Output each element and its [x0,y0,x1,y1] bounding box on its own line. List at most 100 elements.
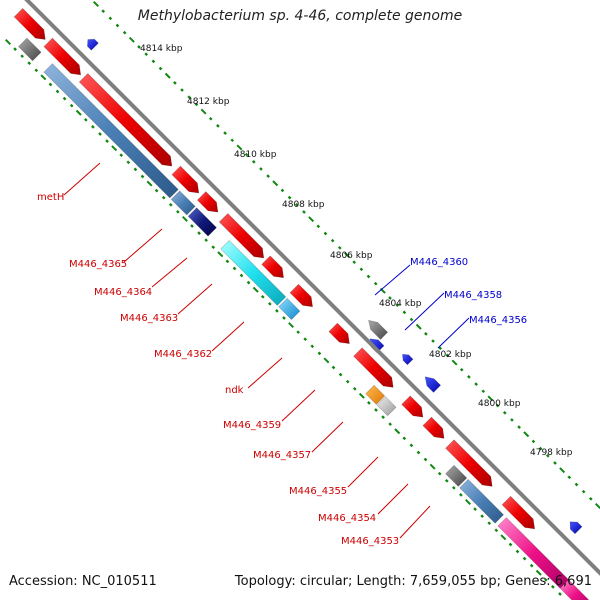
minor-tick [423,457,428,462]
minor-tick [538,446,543,451]
minor-tick [137,45,141,49]
minor-tick [316,224,321,229]
gene-arrow[interactable] [289,283,313,308]
gene-arrow[interactable] [328,322,350,344]
kbp-label: 4808 kbp [282,200,325,210]
minor-tick [187,95,192,100]
gene-arrow[interactable] [422,416,445,439]
minor-tick [352,260,357,265]
minor-tick [395,303,400,308]
gene-label[interactable]: M446_4353 [341,536,399,547]
gene-label[interactable]: metH [37,192,64,203]
gene-label[interactable]: M446_4363 [120,313,178,324]
gene-arrow[interactable] [445,439,493,487]
gene-arrow[interactable] [43,37,82,76]
minor-tick [208,116,213,121]
minor-tick [517,425,521,429]
cds-box[interactable] [459,478,504,524]
leader-line [247,357,283,389]
gene-arrow[interactable] [218,213,265,259]
minor-tick [216,124,220,128]
minor-tick [173,81,177,85]
leader-line [374,264,411,296]
minor-tick [366,274,371,279]
gene-label[interactable]: M446_4357 [253,450,311,461]
minor-tick [581,489,586,494]
cds-box[interactable] [18,37,42,62]
minor-tick [323,231,328,236]
minor-tick [544,578,548,582]
minor-tick [140,174,145,179]
minor-tick [508,542,513,547]
gene-label[interactable]: M446_4359 [223,420,281,431]
leader-line [63,162,101,196]
major-tick [92,0,100,8]
minor-tick [133,167,138,172]
major-tick [451,359,458,366]
cds-box[interactable] [376,396,397,417]
gene-label[interactable]: ndk [225,385,244,396]
minor-tick [553,461,557,465]
minor-tick [20,54,24,58]
major-tick [111,145,118,152]
gene-arrow[interactable] [196,191,219,213]
gene-arrow-reverse[interactable] [87,38,99,51]
minor-tick [330,238,335,243]
major-tick [40,74,47,81]
cds-box[interactable] [365,384,386,405]
gene-arrow[interactable] [171,165,200,194]
gene-label[interactable]: M446_4362 [154,349,212,360]
gene-arrow-reverse[interactable] [368,319,389,340]
minor-tick [223,131,227,135]
cds-box[interactable] [559,579,590,600]
gene-label[interactable]: M446_4358 [444,290,502,301]
gene-arrow[interactable] [13,7,46,40]
minor-tick [296,330,300,334]
cds-box[interactable] [220,239,287,306]
minor-tick [268,302,272,306]
gene-arrow-reverse[interactable] [402,353,414,366]
minor-tick [338,372,343,377]
gene-arrow[interactable] [78,73,173,167]
cds-box[interactable] [170,190,196,216]
minor-tick [545,453,550,458]
gene-label[interactable]: M446_4355 [289,486,347,497]
gene-label[interactable]: M446_4356 [469,315,527,326]
cds-box[interactable] [278,297,301,321]
minor-tick [275,309,279,313]
major-tick [394,428,401,435]
gene-arrow[interactable] [501,495,536,530]
genome-summary-text: Topology: circular; Length: 7,659,055 bp… [234,574,592,589]
cds-box[interactable] [187,207,217,237]
minor-tick [84,118,88,122]
gene-label[interactable]: M446_4360 [410,257,468,268]
minor-tick [431,339,435,343]
minor-tick [287,195,292,200]
minor-tick [515,549,520,554]
minor-tick [211,245,216,250]
gene-label[interactable]: M446_4364 [94,287,152,298]
major-tick [429,463,436,470]
major-tick [487,395,494,402]
gene-arrow-reverse[interactable] [569,521,583,535]
gene-arrow[interactable] [261,255,284,279]
gene-label[interactable]: M446_4354 [318,513,376,524]
gene-arrow[interactable] [401,395,424,418]
minor-tick [246,280,251,285]
major-tick [535,569,542,576]
kbp-label: 4804 kbp [379,299,422,309]
leader-line [404,292,445,331]
major-tick [523,431,530,438]
gene-arrow[interactable] [353,347,394,388]
cds-box[interactable] [43,63,179,199]
gene-arrow-reverse[interactable] [369,338,385,354]
cds-box[interactable] [445,464,468,487]
major-tick [464,498,472,506]
minor-tick [251,159,256,164]
leader-line [311,421,344,453]
minor-tick [303,337,308,342]
minor-tick [180,88,184,92]
gene-arrow-reverse[interactable] [424,376,442,393]
gene-label[interactable]: M446_4365 [69,259,127,270]
kbp-label: 4814 kbp [140,44,183,54]
